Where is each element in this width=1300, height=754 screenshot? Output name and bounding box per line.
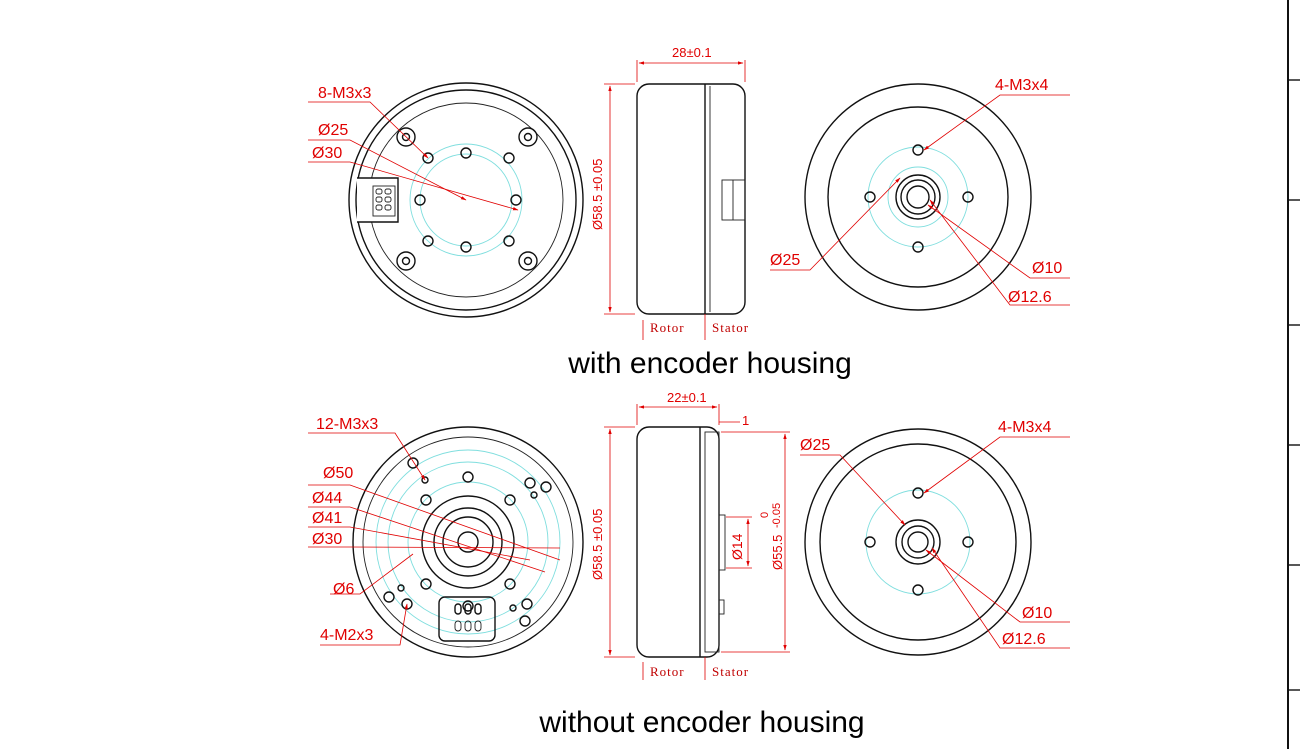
- bottom-back-view: [800, 428, 1070, 656]
- bottom-front-view: [308, 426, 584, 658]
- top-front-dia30-label: Ø30: [312, 145, 342, 162]
- top-side-view: [604, 60, 746, 340]
- bottom-front-screws-label: 12-M3x3: [316, 416, 378, 433]
- bottom-side-stator-dia-label: Ø55.5: [770, 535, 785, 570]
- bottom-side-tol-upper-label: 0: [759, 512, 771, 518]
- top-back-dia126-label: Ø12.6: [1008, 289, 1052, 306]
- bottom-front-small-screws-label: 4-M2x3: [320, 627, 373, 644]
- bottom-side-rotor-label: Rotor: [650, 664, 685, 679]
- top-side-stator-label: Stator: [712, 320, 749, 335]
- top-front-dia25-label: Ø25: [318, 122, 348, 139]
- top-back-dia25-label: Ø25: [770, 252, 800, 269]
- bottom-back-dia10-label: Ø10: [1022, 605, 1052, 622]
- bottom-side-width-label: 22±0.1: [667, 390, 707, 405]
- bottom-side-shaft-label: Ø14: [729, 533, 745, 560]
- top-back-dia10-label: Ø10: [1032, 260, 1062, 277]
- top-caption: with encoder housing: [567, 347, 852, 380]
- bottom-back-dia126-label: Ø12.6: [1002, 631, 1046, 648]
- top-back-screws-label: 4-M3x4: [995, 77, 1048, 94]
- top-side-rotor-label: Rotor: [650, 320, 685, 335]
- top-side-height-label: Ø58.5 ±0.05: [590, 159, 605, 230]
- bottom-side-view: [604, 404, 790, 680]
- top-back-view: [770, 83, 1070, 311]
- bottom-side-gap-label: 1: [742, 413, 749, 428]
- bottom-front-dia50-label: Ø50: [323, 465, 353, 482]
- top-front-view: [308, 82, 584, 318]
- bottom-caption: without encoder housing: [538, 706, 864, 739]
- bottom-side-height-label: Ø58.5 ±0.05: [590, 509, 605, 580]
- border-ticks: [1288, 79, 1300, 691]
- bottom-front-dia41-label: Ø41: [312, 510, 342, 527]
- bottom-back-dia25-label: Ø25: [800, 437, 830, 454]
- bottom-front-dia44-label: Ø44: [312, 490, 342, 507]
- top-front-screws-label: 8-M3x3: [318, 85, 371, 102]
- bottom-back-screws-label: 4-M3x4: [998, 419, 1051, 436]
- bottom-side-stator-label: Stator: [712, 664, 749, 679]
- bottom-front-dia6-label: Ø6: [333, 581, 354, 598]
- bottom-front-dia30-label: Ø30: [312, 531, 342, 548]
- top-side-width-label: 28±0.1: [672, 45, 712, 60]
- bottom-side-tol-lower-label: -0.05: [771, 503, 783, 528]
